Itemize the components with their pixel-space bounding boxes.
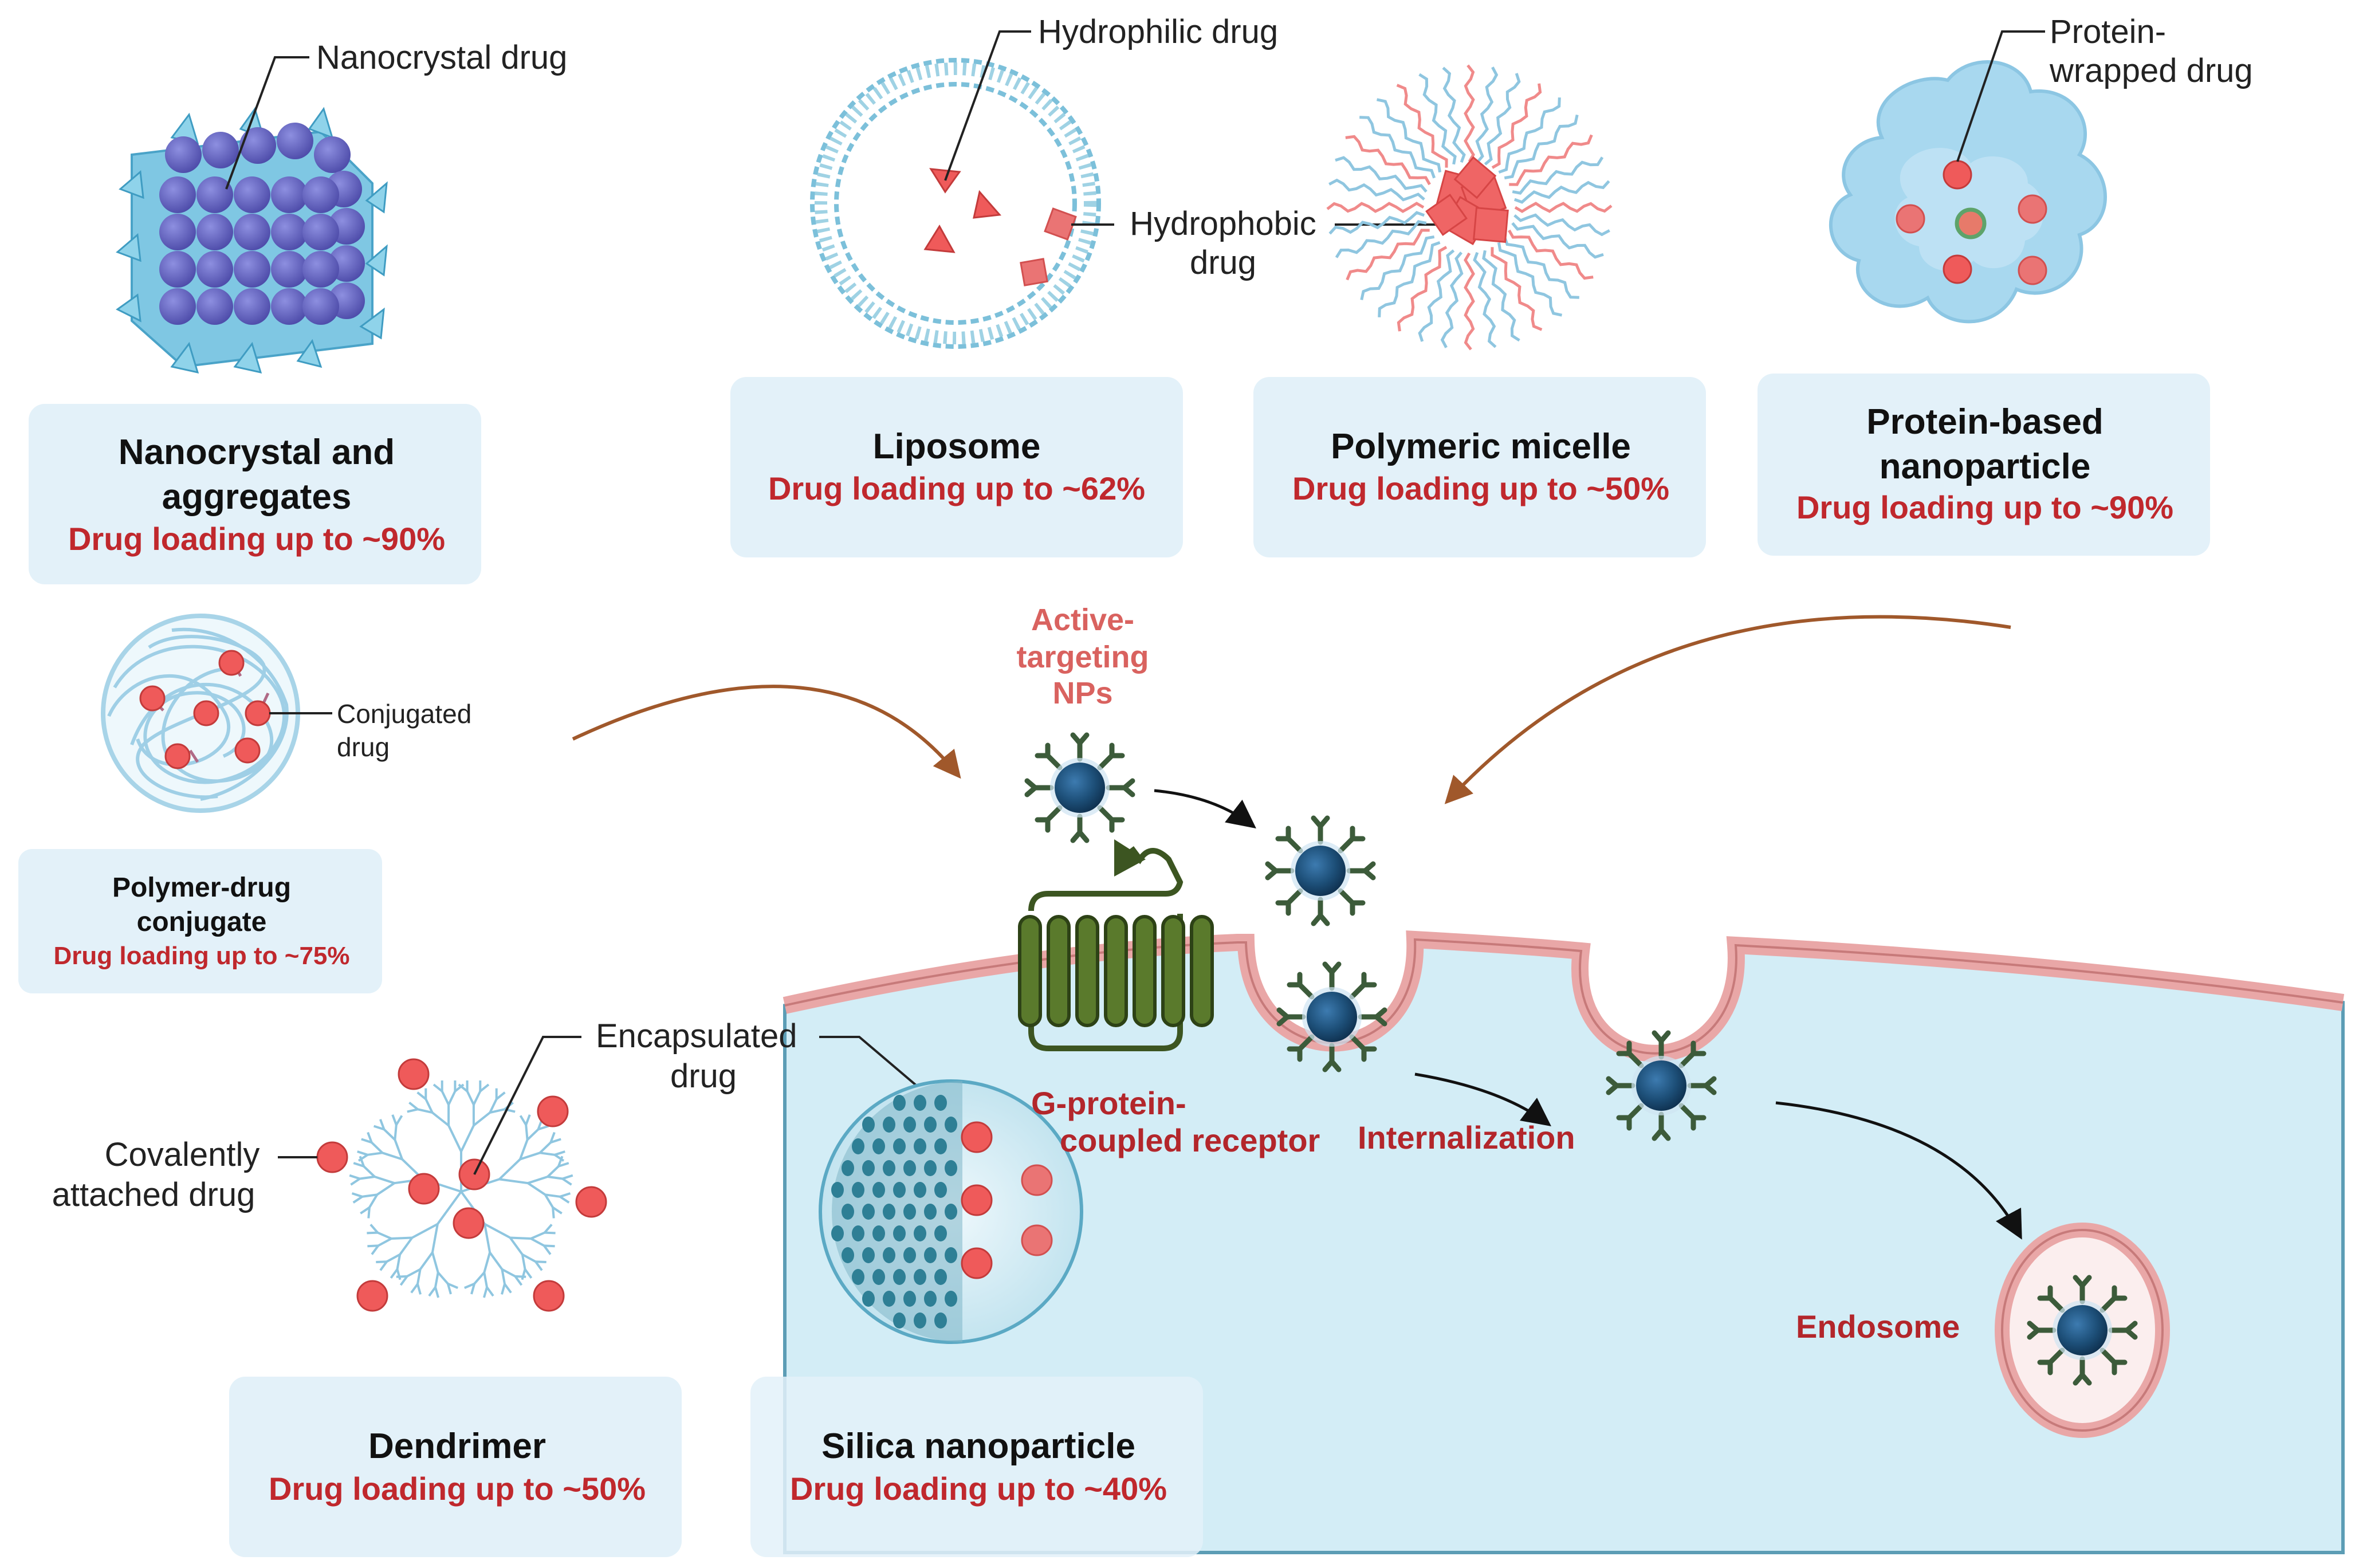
card-liposome bbox=[730, 377, 1183, 557]
active-targeting-line3: NPs bbox=[1052, 676, 1112, 710]
micelle-loading: Drug loading up to ~50% bbox=[1292, 470, 1669, 506]
internalization-arrow bbox=[1414, 1072, 1552, 1126]
gpcr-label-line2: coupled receptor bbox=[1060, 1122, 1320, 1158]
protein-title-line2: nanoparticle bbox=[1880, 447, 2091, 486]
card-micelle bbox=[1253, 377, 1706, 557]
card-protein bbox=[1758, 374, 2210, 556]
protein-loading: Drug loading up to ~90% bbox=[1796, 489, 2173, 525]
covalent-label-line1: Covalently bbox=[105, 1136, 260, 1173]
gpcr-receptor-icon bbox=[1018, 839, 1214, 1051]
hydrophilic-drug-label: Hydrophilic drug bbox=[1038, 13, 1278, 50]
card-dendrimer bbox=[229, 1377, 682, 1557]
active-targeting-line2: targeting bbox=[1016, 640, 1149, 674]
liposome-loading: Drug loading up to ~62% bbox=[768, 470, 1145, 506]
hydrophilic-leader bbox=[944, 30, 1031, 181]
nanocrystal-leader bbox=[225, 56, 309, 190]
encapsulated-leader-dendrimer bbox=[473, 1036, 581, 1175]
endosome-icon bbox=[1995, 1223, 2170, 1438]
nanocrystal-title-line1: Nanocrystal and bbox=[119, 433, 395, 472]
dendrimer-loading: Drug loading up to ~50% bbox=[269, 1471, 646, 1507]
active-targeting-line1: Active- bbox=[1031, 603, 1134, 637]
protein-nanoparticle-icon bbox=[1829, 60, 2107, 324]
liposome-icon bbox=[810, 58, 1101, 349]
silica-nanoparticle-icon bbox=[819, 1079, 1083, 1344]
protein-leader bbox=[1956, 30, 2045, 162]
dendrimer-icon bbox=[316, 1058, 607, 1312]
targeted-nanoparticle-icon bbox=[1027, 735, 1133, 840]
polymer-conjugate-icon bbox=[101, 614, 300, 813]
endosome-label: Endosome bbox=[1796, 1308, 1960, 1345]
targeted-nanoparticle-icon bbox=[1268, 818, 1373, 923]
gpcr-label-line1: G-protein- bbox=[1031, 1085, 1186, 1121]
nanocrystal-cube-icon bbox=[116, 107, 388, 374]
protein-title-line1: Protein-based bbox=[1866, 402, 2103, 442]
nanocrystal-drug-label: Nanocrystal drug bbox=[316, 39, 567, 76]
nanocrystal-title-line2: aggregates bbox=[162, 477, 352, 517]
polymer-title-line2: conjugate bbox=[137, 907, 267, 937]
hydrophobic-label-line2: drug bbox=[1190, 244, 1256, 281]
conjugated-label-line1: Conjugated bbox=[337, 699, 471, 729]
hydrophobic-label-line1: Hydrophobic bbox=[1130, 205, 1316, 242]
silica-loading: Drug loading up to ~40% bbox=[790, 1471, 1167, 1507]
encapsulated-label-line1: Encapsulated bbox=[596, 1017, 797, 1055]
liposome-title: Liposome bbox=[873, 427, 1041, 466]
brown-arrow-left bbox=[572, 685, 961, 779]
card-polymer bbox=[18, 849, 382, 993]
micelle-title: Polymeric micelle bbox=[1331, 427, 1631, 466]
brown-arrow-right bbox=[1444, 615, 2011, 804]
silica-title: Silica nanoparticle bbox=[821, 1426, 1135, 1466]
polymer-title-line1: Polymer-drug bbox=[112, 873, 291, 903]
encapsulated-label-line2: drug bbox=[670, 1058, 737, 1095]
approach-arrow bbox=[1154, 789, 1256, 829]
conjugated-label-line2: drug bbox=[337, 732, 390, 762]
internalization-label: Internalization bbox=[1358, 1119, 1575, 1156]
polymer-loading: Drug loading up to ~75% bbox=[53, 942, 349, 970]
protein-wrapped-line1: Protein- bbox=[2050, 13, 2166, 50]
covalent-label-line2: attached drug bbox=[52, 1176, 255, 1213]
micelle-icon bbox=[1326, 64, 1613, 351]
card-silica bbox=[750, 1377, 1203, 1557]
endosome-arrow bbox=[1775, 1101, 2022, 1240]
dendrimer-title: Dendrimer bbox=[368, 1426, 546, 1466]
nanocrystal-loading: Drug loading up to ~90% bbox=[68, 521, 445, 557]
card-nanocrystal bbox=[29, 404, 481, 584]
protein-wrapped-line2: wrapped drug bbox=[2049, 52, 2253, 89]
